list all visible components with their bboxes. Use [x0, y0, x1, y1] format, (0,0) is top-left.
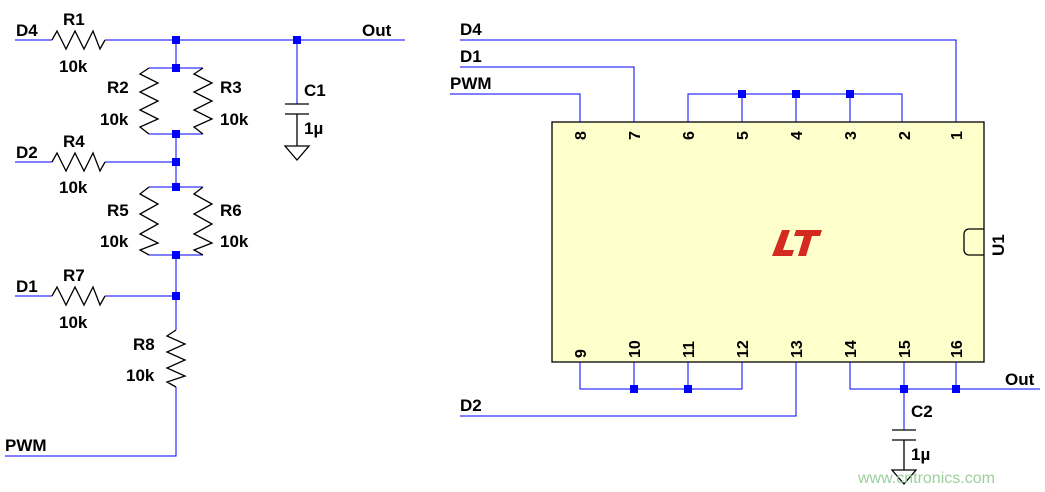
resistor-value: 10k — [59, 57, 88, 76]
wire-out-pins-14-16 — [849, 362, 1040, 390]
junction-dot — [684, 385, 692, 393]
pin-number: 5 — [735, 131, 752, 140]
junction-dot — [172, 251, 180, 259]
pin-number: 6 — [681, 131, 698, 140]
junction-dot — [172, 158, 180, 166]
capacitor-ref: C2 — [911, 402, 933, 421]
net-label-out: Out — [362, 21, 392, 40]
wire-r8-to-pwm — [5, 387, 177, 457]
net-label-d1: D1 — [16, 277, 38, 296]
pin-number: 16 — [949, 340, 966, 358]
lt-logo-l-shape — [772, 230, 794, 256]
net-label-d1: D1 — [460, 47, 482, 66]
junction-dot — [172, 130, 180, 138]
resistor-ref: R6 — [220, 201, 242, 220]
resistor-ref: R5 — [107, 201, 129, 220]
net-label-pwm: PWM — [450, 74, 492, 93]
resistor-r5 — [138, 186, 160, 256]
resistor-r7 — [51, 285, 106, 307]
resistor-ref: R7 — [63, 266, 85, 285]
pin-number: 9 — [573, 349, 590, 358]
resistor-ref: R1 — [63, 10, 85, 29]
capacitor-ref: C1 — [304, 81, 326, 100]
ground-symbol-c1 — [283, 145, 311, 161]
ic-body-u1 — [551, 121, 985, 363]
junction-dot — [293, 36, 301, 44]
junction-dot — [792, 90, 800, 98]
pin-number: 3 — [843, 131, 860, 140]
net-label-d2: D2 — [460, 396, 482, 415]
resistor-value: 10k — [220, 110, 249, 129]
resistor-value: 10k — [100, 110, 129, 129]
wire-d1-to-pin7 — [460, 66, 635, 122]
ground-symbol-c2 — [890, 469, 918, 485]
pin-number: 8 — [573, 131, 590, 140]
junction-dot — [172, 183, 180, 191]
junction-dot — [172, 64, 180, 72]
resistor-value: 10k — [100, 232, 129, 251]
resistor-r2 — [138, 67, 160, 135]
watermark: www.cntronics.com — [857, 470, 995, 487]
junction-dot — [738, 90, 746, 98]
pin-number: 1 — [949, 131, 966, 140]
resistor-r3 — [192, 67, 214, 135]
pin-number: 15 — [897, 340, 914, 358]
wire-bus-pins-6-2 — [687, 93, 903, 122]
resistor-value: 10k — [126, 366, 155, 385]
net-label-d4: D4 — [460, 20, 482, 39]
junction-dot — [846, 90, 854, 98]
resistor-r8 — [165, 329, 187, 388]
junction-dot — [952, 385, 960, 393]
resistor-r4 — [51, 151, 106, 173]
resistor-r1 — [51, 29, 106, 51]
resistor-ref: R3 — [220, 78, 242, 97]
pin-number: 14 — [843, 340, 860, 358]
lt-logo-t-shape — [794, 230, 822, 256]
ic-notch — [963, 228, 984, 256]
resistor-r6 — [192, 186, 214, 256]
capacitor-c2 — [892, 429, 916, 470]
junction-dot — [172, 36, 180, 44]
wire-d4-to-pin1 — [460, 39, 957, 122]
capacitor-value: 1µ — [304, 119, 323, 138]
net-label-d4: D4 — [16, 21, 38, 40]
junction-dot — [630, 385, 638, 393]
left-circuit: D4 Out D2 D1 PWM R1 10k R2 10k R3 10k R4… — [5, 10, 405, 457]
wire-d2-to-pin13 — [460, 362, 797, 417]
resistor-ref: R2 — [107, 78, 129, 97]
resistor-value: 10k — [220, 232, 249, 251]
resistor-value: 10k — [59, 313, 88, 332]
pin-number: 11 — [681, 341, 698, 358]
capacitor-c1 — [285, 103, 309, 146]
pin-number: 7 — [627, 131, 644, 140]
wire-bus-pins-9-12 — [579, 362, 743, 390]
lt-logo — [772, 230, 822, 256]
pin-number: 4 — [789, 131, 806, 140]
net-label-pwm: PWM — [5, 436, 47, 455]
net-label-out: Out — [1005, 370, 1035, 389]
junction-dot — [172, 292, 180, 300]
resistor-ref: R4 — [63, 132, 85, 151]
wire-pwm-to-pin8 — [450, 93, 581, 122]
junction-dot — [900, 385, 908, 393]
right-circuit: D4 D1 PWM D2 Out 8 7 6 5 4 3 2 1 9 10 11… — [450, 20, 1040, 485]
resistor-value: 10k — [59, 178, 88, 197]
pin-number: 2 — [897, 131, 914, 140]
pin-number: 13 — [789, 340, 806, 358]
capacitor-value: 1µ — [911, 445, 930, 464]
pin-number: 10 — [627, 340, 644, 358]
pin-number: 12 — [735, 340, 752, 358]
resistor-ref: R8 — [133, 335, 155, 354]
net-label-d2: D2 — [16, 143, 38, 162]
ic-ref-u1: U1 — [989, 234, 1008, 256]
